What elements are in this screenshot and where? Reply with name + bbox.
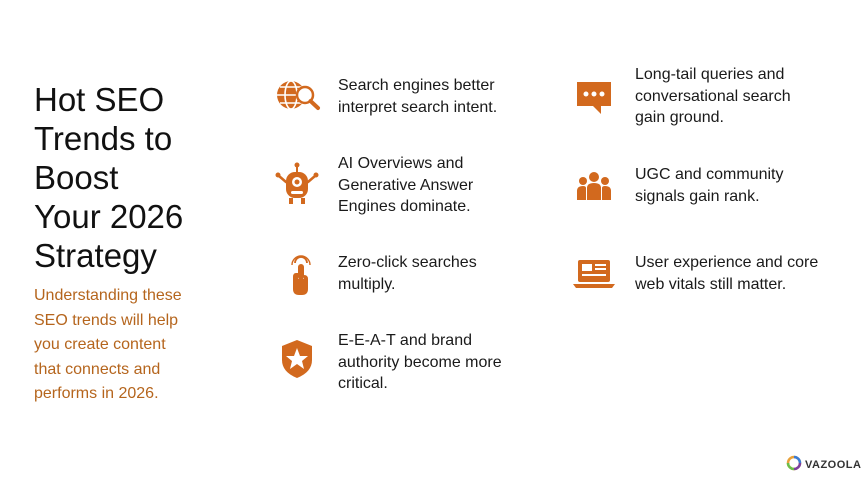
trend-text-line: critical. bbox=[338, 375, 388, 392]
trend-text-line: signals gain rank. bbox=[635, 187, 760, 205]
title-line: Strategy bbox=[34, 237, 157, 274]
subtitle-line: you create content bbox=[34, 336, 166, 353]
trend-text-line: interpret search intent. bbox=[338, 98, 498, 116]
subtitle-line: performs in 2026. bbox=[34, 385, 159, 402]
page-title: Hot SEO Trends to Boost Your 2026 Strate… bbox=[34, 80, 224, 275]
trend-text-line: gain ground. bbox=[635, 109, 724, 126]
trend-text-line: User experience and core bbox=[635, 254, 819, 271]
title-line: Boost bbox=[34, 159, 119, 196]
trend-text-line: E-E-A-T and brand bbox=[338, 332, 472, 349]
trend-text-line: AI Overviews and bbox=[338, 155, 464, 172]
trend-text-line: web vitals still matter. bbox=[635, 275, 787, 293]
trend-text-line: Zero-click searches bbox=[338, 254, 477, 271]
vazoola-logo-icon bbox=[786, 455, 802, 476]
trend-text-line: UGC and community bbox=[635, 166, 784, 183]
trend-text-line: authority become more bbox=[338, 353, 502, 371]
chat-bubble-icon bbox=[569, 72, 619, 122]
title-line: Hot SEO bbox=[34, 81, 165, 118]
community-icon bbox=[569, 162, 619, 212]
pointer-click-icon bbox=[275, 253, 325, 303]
subtitle-line: SEO trends will help bbox=[34, 311, 179, 329]
subtitle: Understanding these SEO trends will help… bbox=[34, 284, 204, 407]
trend-text-line: multiply. bbox=[338, 275, 396, 293]
trend-text-line: Generative Answer bbox=[338, 176, 474, 194]
trend-text-line: Search engines better bbox=[338, 77, 495, 94]
trend-text-line: conversational search bbox=[635, 87, 791, 105]
subtitle-line: Understanding these bbox=[34, 287, 182, 304]
trend-text-line: Engines dominate. bbox=[338, 198, 471, 215]
trend-text-line: Long-tail queries and bbox=[635, 66, 785, 83]
subtitle-line: that connects and bbox=[34, 360, 161, 378]
title-line: Your 2026 bbox=[34, 198, 184, 235]
title-line: Trends to bbox=[34, 120, 173, 157]
robot-icon bbox=[272, 160, 322, 210]
badge-star-icon bbox=[272, 332, 322, 382]
laptop-icon bbox=[569, 248, 619, 298]
globe-search-icon bbox=[272, 71, 322, 121]
vazoola-logo: VAZOOLA bbox=[786, 455, 861, 475]
logo-wordmark: VAZOOLA bbox=[805, 459, 862, 471]
